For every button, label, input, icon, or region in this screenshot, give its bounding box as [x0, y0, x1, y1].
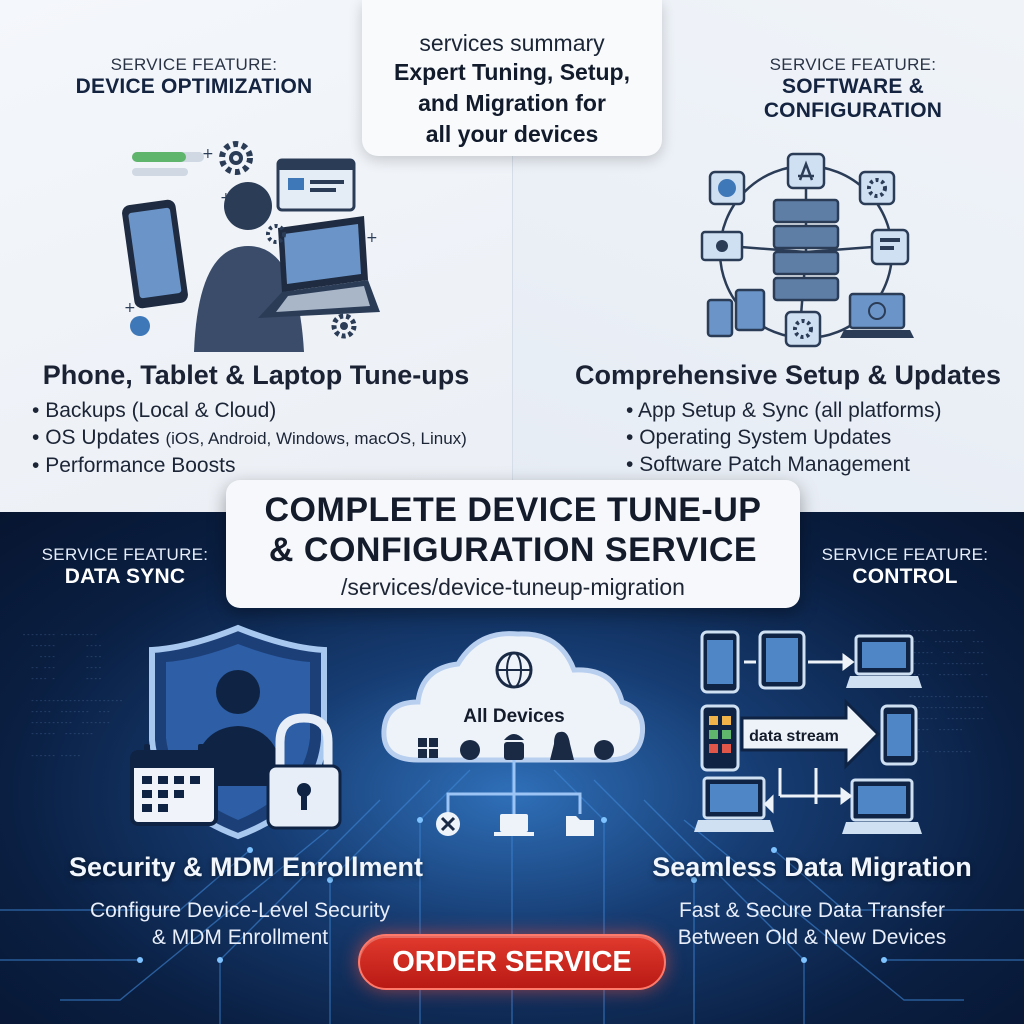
- desc-line: Between Old & New Devices: [677, 926, 947, 949]
- setup-list: App Setup & Sync (all platforms) Operati…: [626, 397, 1006, 478]
- smartphone-icon: [700, 630, 740, 694]
- gear-icon: [784, 310, 822, 348]
- data-migration-illustration: data stream: [694, 630, 922, 834]
- summary-line: and Migration for: [418, 90, 606, 116]
- list-item: Backups (Local & Cloud): [32, 397, 502, 424]
- summary-line: all your devices: [425, 121, 599, 147]
- main-title-card: COMPLETE DEVICE TUNE-UP & CONFIGURATION …: [226, 480, 800, 608]
- laptop-icon: [846, 634, 922, 688]
- tuneups-title: Phone, Tablet & Laptop Tune-ups: [42, 360, 470, 390]
- laptop-icon: [842, 778, 922, 834]
- service-url[interactable]: /services/device-tuneup-migration: [341, 574, 685, 600]
- order-service-button[interactable]: ORDER SERVICE: [358, 934, 666, 990]
- technician-with-devices-illustration: + + + +: [122, 141, 380, 352]
- feature-label-optimization: SERVICE FEATURE: DEVICE OPTIMIZATION: [64, 55, 324, 99]
- desc-line: Configure Device-Level Security: [90, 899, 390, 922]
- os-list: (iOS, Android, Windows, macOS, Linux): [165, 429, 467, 448]
- app-grid-phone-icon: [700, 704, 740, 772]
- tuneups-list: Backups (Local & Cloud) OS Updates (iOS,…: [32, 397, 502, 479]
- feature-heading: SOFTWARE & CONFIGURATION: [763, 75, 943, 122]
- laptop-icon: [694, 776, 774, 832]
- laptop-icon: [258, 216, 380, 318]
- cloud-icon: [381, 631, 646, 763]
- globe-icon: [495, 651, 533, 689]
- feature-kicker: SERVICE FEATURE:: [821, 545, 989, 564]
- desc-line: & MDM Enrollment: [151, 926, 329, 949]
- app-store-icon: [786, 152, 826, 190]
- gear-icon: [858, 170, 896, 206]
- feature-kicker: SERVICE FEATURE:: [110, 55, 278, 74]
- desc-line: Fast & Secure Data Transfer: [678, 899, 946, 922]
- gear-icon: [331, 313, 357, 339]
- list-item: Performance Boosts: [32, 452, 502, 479]
- apple-icon: [594, 740, 614, 760]
- feature-label-sync: SERVICE FEATURE: DATA SYNC: [20, 545, 230, 589]
- summary-label: services summary: [419, 30, 605, 56]
- feature-label-control: SERVICE FEATURE: CONTROL: [800, 545, 1010, 589]
- smartphone-icon: [122, 199, 188, 309]
- person-icon: [194, 182, 304, 352]
- windows-icon: [418, 738, 438, 758]
- security-title: Security & MDM Enrollment: [68, 852, 424, 882]
- tablet-icon: [758, 630, 806, 690]
- summary-line: Expert Tuning, Setup,: [394, 59, 630, 85]
- feature-label-software: SERVICE FEATURE: SOFTWARE & CONFIGURATIO…: [690, 55, 1016, 123]
- svg-text:+: +: [220, 190, 232, 206]
- tools-icon: [436, 812, 460, 836]
- security-illustration: [130, 624, 342, 840]
- progress-bar-icon: [132, 152, 204, 176]
- padlock-icon: [266, 713, 342, 830]
- cloud-devices-illustration: All Devices: [381, 631, 646, 836]
- code-texture-right: --------- -------- ---- ------- --- ----…: [900, 627, 989, 756]
- security-description: Configure Device-Level Security & MDM En…: [50, 897, 430, 951]
- data-stream-label: data stream: [749, 728, 839, 745]
- devices-group-icon: [706, 288, 766, 338]
- feature-heading: DATA SYNC: [64, 565, 186, 588]
- folder-icon: [566, 816, 594, 836]
- svg-text:+: +: [202, 146, 214, 162]
- migration-description: Fast & Secure Data Transfer Between Old …: [630, 897, 994, 951]
- monitor-gear-icon: [700, 230, 744, 262]
- apple-icon: [460, 740, 480, 760]
- laptop-icon: [494, 814, 534, 836]
- linux-icon: [550, 731, 574, 760]
- code-texture-left: -------- --------- ------ ---- ---- ----…: [22, 631, 124, 760]
- smartphone-icon: [880, 704, 918, 766]
- list-item: Operating System Updates: [626, 424, 1006, 451]
- chat-dots-icon: [130, 316, 150, 336]
- android-icon: [504, 734, 524, 760]
- server-icon: [772, 198, 840, 302]
- feature-kicker: SERVICE FEATURE:: [41, 545, 209, 564]
- chart-tile-icon: [708, 170, 746, 206]
- main-title-line: COMPLETE DEVICE TUNE-UP: [264, 491, 762, 529]
- feature-heading: CONTROL: [852, 565, 958, 588]
- list-item: Software Patch Management: [626, 451, 1006, 478]
- os-icons-row: [418, 731, 614, 760]
- main-title-line: & CONFIGURATION SERVICE: [268, 531, 758, 569]
- laptop-globe-icon: [840, 292, 914, 338]
- services-summary-card: services summary Expert Tuning, Setup, a…: [362, 0, 662, 156]
- arrow-icon: [740, 698, 881, 770]
- cloud-label: All Devices: [463, 706, 564, 727]
- server-network-illustration: [700, 152, 914, 348]
- list-item: App Setup & Sync (all platforms): [626, 397, 1006, 424]
- svg-text:+: +: [124, 300, 136, 316]
- settings-panel-icon: [870, 228, 910, 266]
- list-item: OS Updates (iOS, Android, Windows, macOS…: [32, 424, 502, 452]
- feature-kicker: SERVICE FEATURE:: [769, 55, 937, 74]
- gear-icon: [219, 141, 253, 175]
- migration-title: Seamless Data Migration: [652, 852, 972, 882]
- feature-heading: DEVICE OPTIMIZATION: [75, 75, 313, 98]
- setup-title: Comprehensive Setup & Updates: [574, 360, 1002, 390]
- calendar-icon: [130, 744, 218, 826]
- gear-icon: [266, 224, 286, 244]
- svg-text:+: +: [366, 230, 378, 246]
- browser-window-icon: [276, 158, 356, 212]
